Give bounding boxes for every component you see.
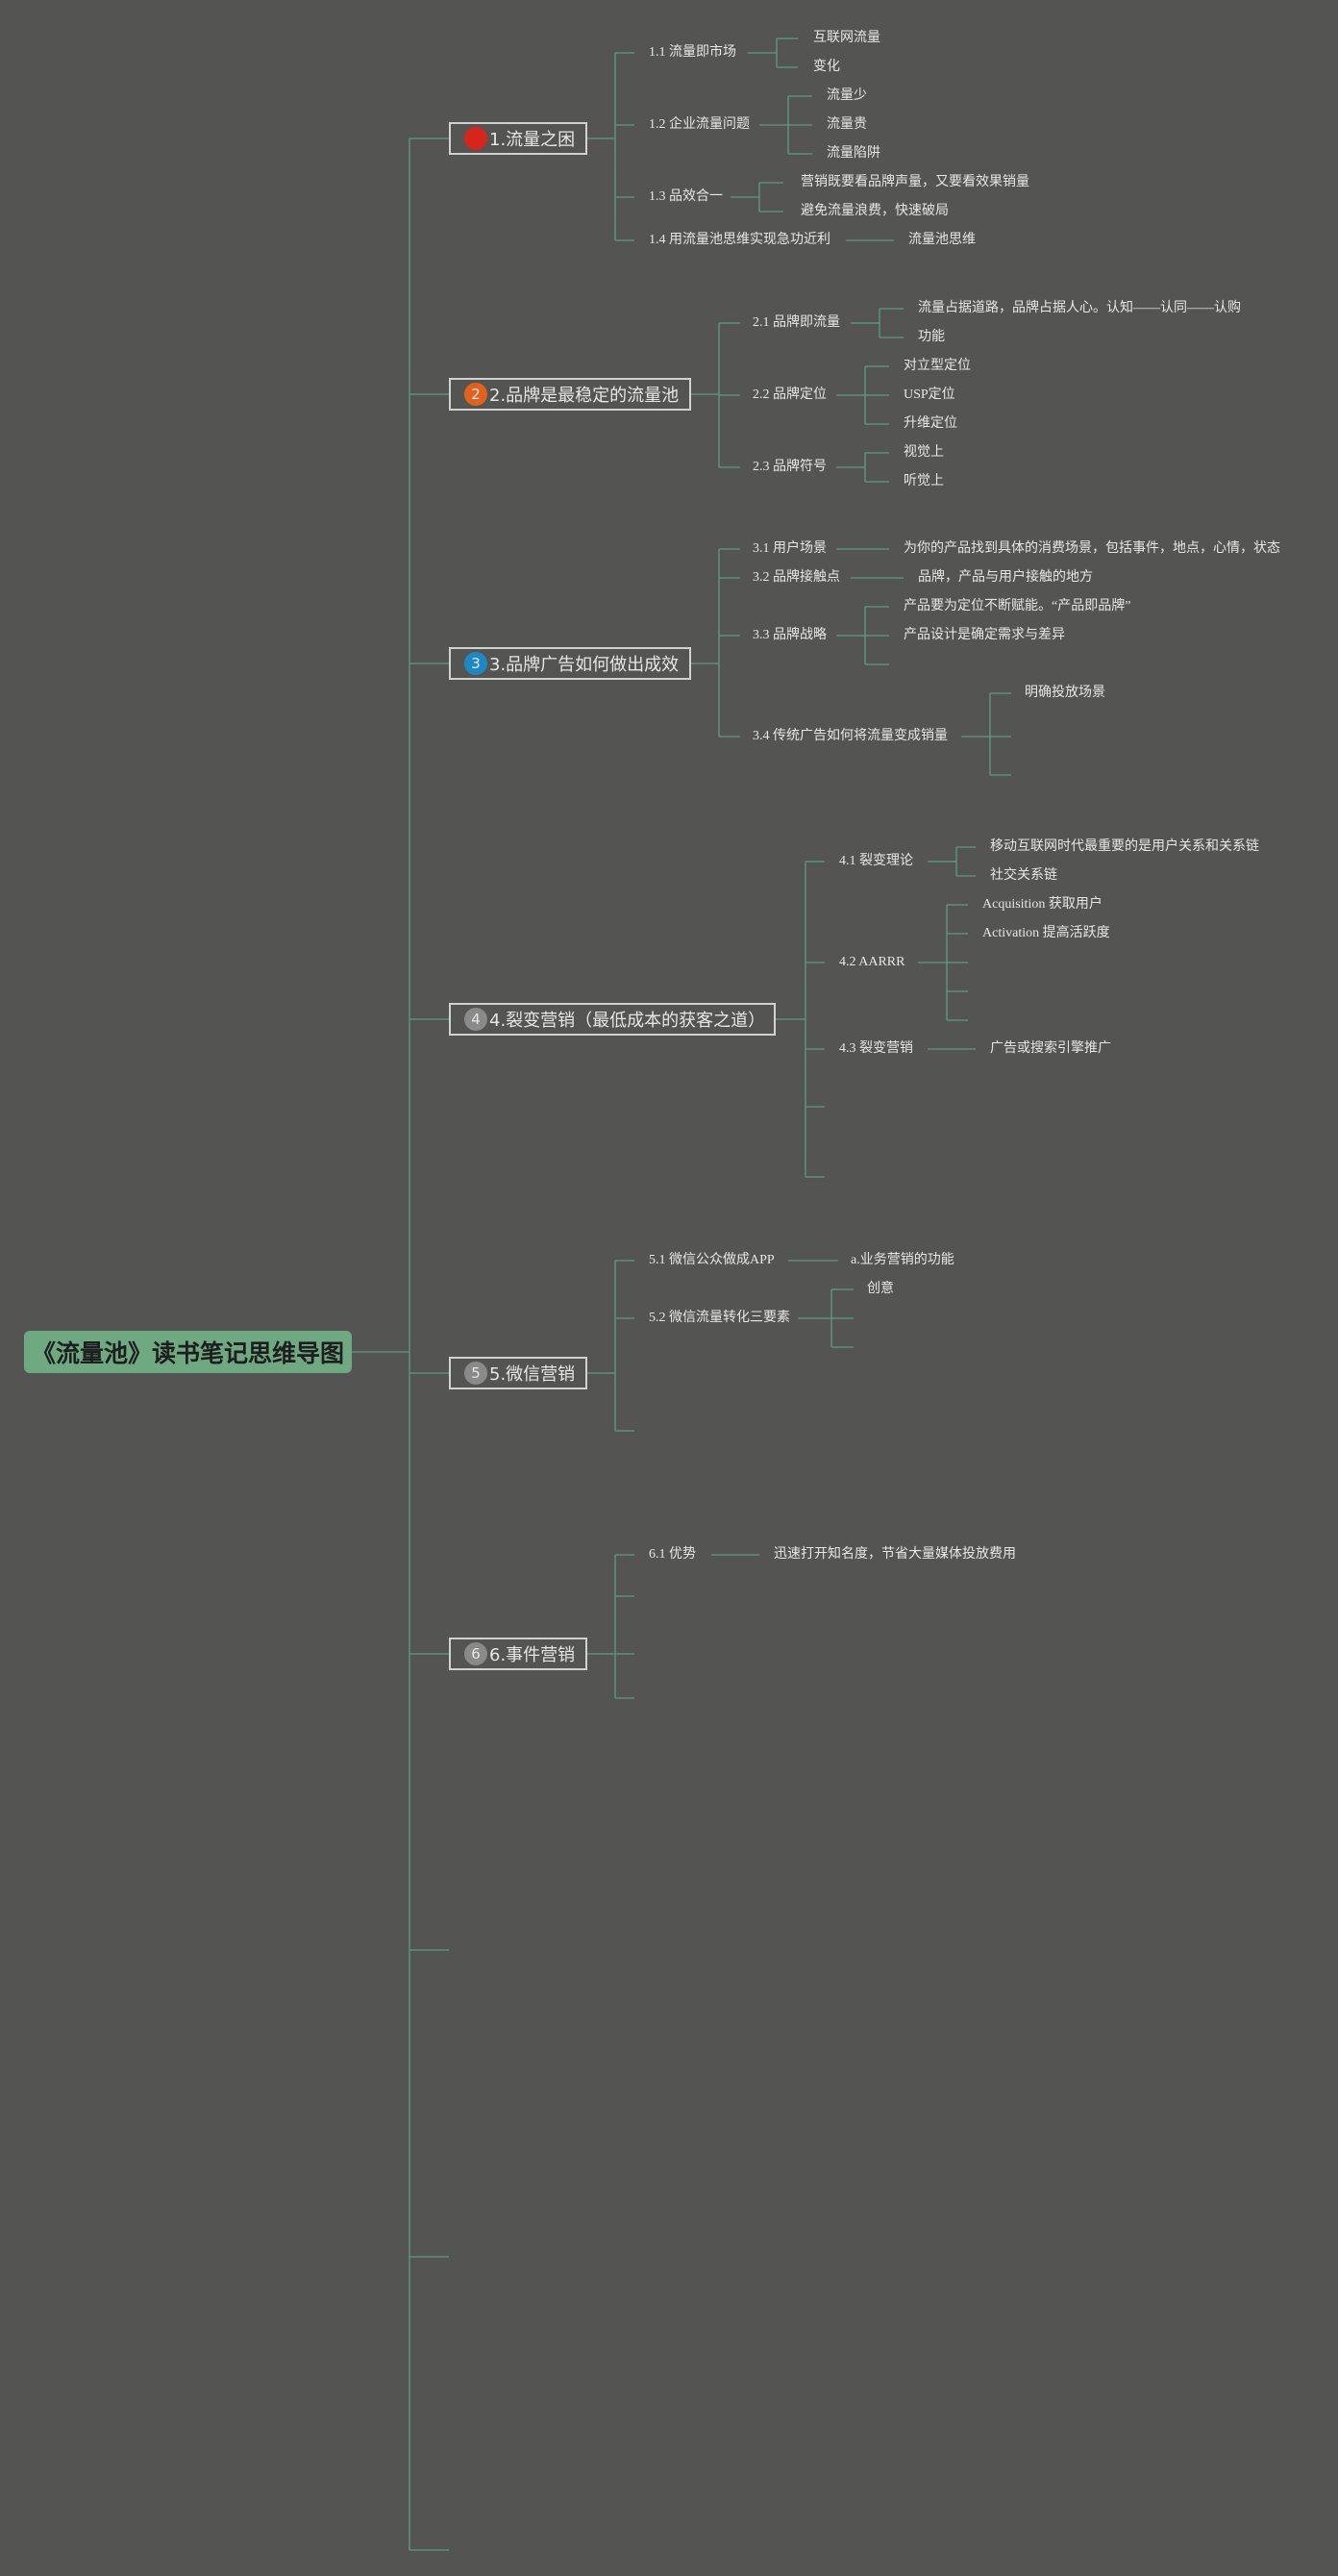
topic-1[interactable]: 1.流量之困 (449, 122, 587, 155)
priority-5-icon: 5 (464, 1362, 487, 1385)
leaf-2-2-2[interactable]: USP定位 (904, 388, 955, 402)
topic-6-label: 6.事件营销 (489, 1645, 576, 1665)
leaf-6-1-1[interactable]: 迅速打开知名度，节省大量媒体投放费用 (774, 1547, 1016, 1562)
leaf-1-1-1[interactable]: 互联网流量 (813, 31, 880, 45)
leaf-1-1-2[interactable]: 变化 (813, 60, 840, 74)
leaf-2-2-1[interactable]: 对立型定位 (904, 359, 971, 373)
topic-5-label: 5.微信营销 (489, 1364, 576, 1385)
leaf-2-1-1[interactable]: 流量占据道路，品牌占据人心。认知——认同——认购 (918, 301, 1241, 315)
leaf-2-3-2[interactable]: 听觉上 (904, 474, 944, 488)
leaf-4-1-1[interactable]: 移动互联网时代最重要的是用户关系和关系链 (990, 839, 1259, 854)
sub-6-1[interactable]: 6.1 优势 (649, 1547, 696, 1562)
leaf-1-3-1[interactable]: 营销既要看品牌声量，又要看效果销量 (801, 175, 1029, 189)
sub-3-4[interactable]: 3.4 传统广告如何将流量变成销量 (753, 729, 948, 743)
root-node[interactable]: 《流量池》读书笔记思维导图 (24, 1331, 352, 1373)
sub-2-3[interactable]: 2.3 品牌符号 (753, 460, 827, 474)
sub-1-4[interactable]: 1.4 用流量池思维实现急功近利 (649, 233, 830, 247)
leaf-3-3-2[interactable]: 产品设计是确定需求与差异 (904, 628, 1065, 642)
sub-5-1[interactable]: 5.1 微信公众做成APP (649, 1253, 775, 1267)
priority-6-icon: 6 (464, 1642, 487, 1665)
topic-3[interactable]: 3 3.品牌广告如何做出成效 (449, 647, 691, 680)
sub-5-2[interactable]: 5.2 微信流量转化三要素 (649, 1311, 790, 1325)
leaf-1-2-1[interactable]: 流量少 (827, 88, 867, 103)
priority-4-icon: 4 (464, 1008, 487, 1031)
leaf-1-4-1[interactable]: 流量池思维 (908, 233, 976, 247)
leaf-3-1-1[interactable]: 为你的产品找到具体的消费场景，包括事件，地点，心情，状态 (904, 541, 1280, 556)
priority-3-icon: 3 (464, 652, 487, 675)
topic-1-label: 1.流量之困 (489, 130, 576, 150)
sub-4-3[interactable]: 4.3 裂变营销 (839, 1041, 913, 1056)
leaf-1-2-3[interactable]: 流量陷阱 (827, 146, 880, 161)
leaf-3-2-1[interactable]: 品牌，产品与用户接触的地方 (918, 570, 1093, 585)
topic-4[interactable]: 4 4.裂变营销（最低成本的获客之道） (449, 1003, 776, 1036)
sub-1-2[interactable]: 1.2 企业流量问题 (649, 117, 750, 132)
priority-2-icon: 2 (464, 383, 487, 406)
sub-2-2[interactable]: 2.2 品牌定位 (753, 388, 827, 402)
sub-3-1[interactable]: 3.1 用户场景 (753, 541, 827, 556)
leaf-4-1-2[interactable]: 社交关系链 (990, 868, 1057, 883)
sub-3-3[interactable]: 3.3 品牌战略 (753, 628, 827, 642)
sub-2-1[interactable]: 2.1 品牌即流量 (753, 315, 840, 330)
leaf-3-4-1[interactable]: 明确投放场景 (1025, 686, 1105, 700)
leaf-2-3-1[interactable]: 视觉上 (904, 445, 944, 460)
leaf-5-1-1[interactable]: a.业务营销的功能 (851, 1253, 954, 1267)
leaf-4-2-2[interactable]: Activation 提高活跃度 (982, 926, 1110, 940)
topic-5[interactable]: 5 5.微信营销 (449, 1357, 587, 1389)
topic-4-label: 4.裂变营销（最低成本的获客之道） (489, 1011, 766, 1031)
sub-1-3[interactable]: 1.3 品效合一 (649, 189, 723, 204)
sub-4-1[interactable]: 4.1 裂变理论 (839, 854, 913, 868)
sub-1-1[interactable]: 1.1 流量即市场 (649, 45, 736, 60)
topic-3-label: 3.品牌广告如何做出成效 (489, 655, 680, 675)
leaf-2-1-2[interactable]: 功能 (918, 330, 945, 344)
topic-2-label: 2.品牌是最稳定的流量池 (489, 386, 680, 406)
leaf-4-2-1[interactable]: Acquisition 获取用户 (982, 897, 1103, 912)
sub-4-2[interactable]: 4.2 AARRR (839, 955, 905, 969)
topic-6[interactable]: 6 6.事件营销 (449, 1638, 587, 1670)
leaf-4-3-1[interactable]: 广告或搜索引擎推广 (990, 1041, 1111, 1056)
leaf-3-3-1[interactable]: 产品要为定位不断赋能。“产品即品牌” (904, 599, 1131, 613)
sub-3-2[interactable]: 3.2 品牌接触点 (753, 570, 840, 585)
leaf-5-2-1[interactable]: 创意 (867, 1282, 894, 1296)
priority-1-icon (464, 127, 487, 150)
leaf-1-3-2[interactable]: 避免流量浪费，快速破局 (801, 204, 949, 218)
topic-2[interactable]: 2 2.品牌是最稳定的流量池 (449, 378, 691, 411)
leaf-1-2-2[interactable]: 流量贵 (827, 117, 867, 132)
leaf-2-2-3[interactable]: 升维定位 (904, 416, 957, 431)
